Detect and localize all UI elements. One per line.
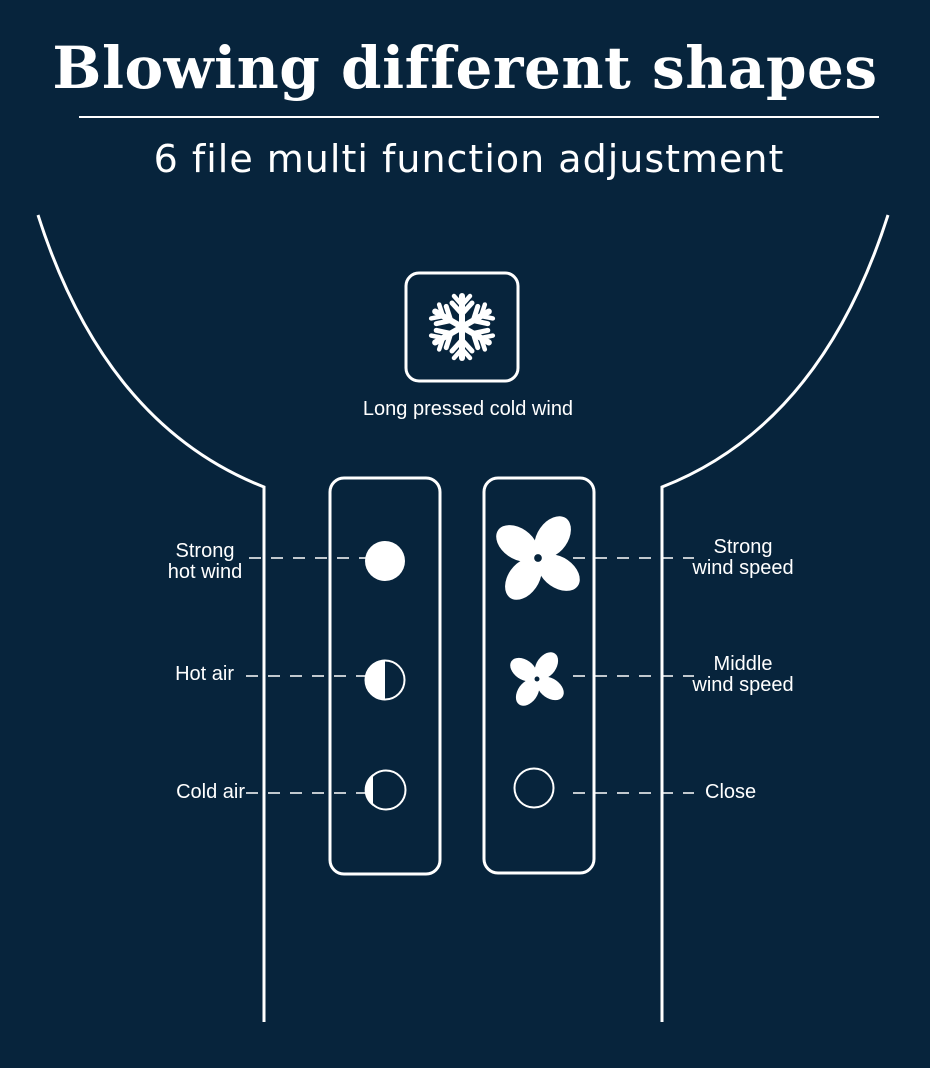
label-strong-wind-speed: Strong wind speed	[692, 536, 794, 579]
page-title: Blowing different shapes	[52, 34, 878, 102]
label-hot-air: Hot air	[175, 663, 234, 685]
fan-small-icon	[505, 647, 569, 711]
empty-circle-icon	[513, 767, 555, 809]
label-strong-hot-wind: Strong hot wind	[167, 540, 243, 583]
page-subtitle: 6 file multi function adjustment	[153, 137, 785, 181]
body-outline-left	[36, 214, 266, 1022]
wind-panel-frame	[482, 476, 596, 875]
half-circle-icon	[364, 659, 406, 701]
snowflake-icon	[430, 296, 494, 358]
cold-wind-label: Long pressed cold wind	[362, 398, 574, 420]
fan-large-icon	[489, 509, 587, 607]
cold-wind-button-frame	[404, 271, 520, 383]
label-close: Close	[705, 781, 757, 803]
quarter-circle-icon	[364, 769, 407, 811]
label-cold-air: Cold air	[176, 781, 245, 803]
full-circle-icon	[365, 541, 405, 581]
body-outline-right	[660, 214, 890, 1022]
label-middle-wind-speed: Middle wind speed	[692, 653, 794, 696]
heat-panel-frame	[328, 476, 442, 876]
title-divider	[79, 116, 879, 118]
